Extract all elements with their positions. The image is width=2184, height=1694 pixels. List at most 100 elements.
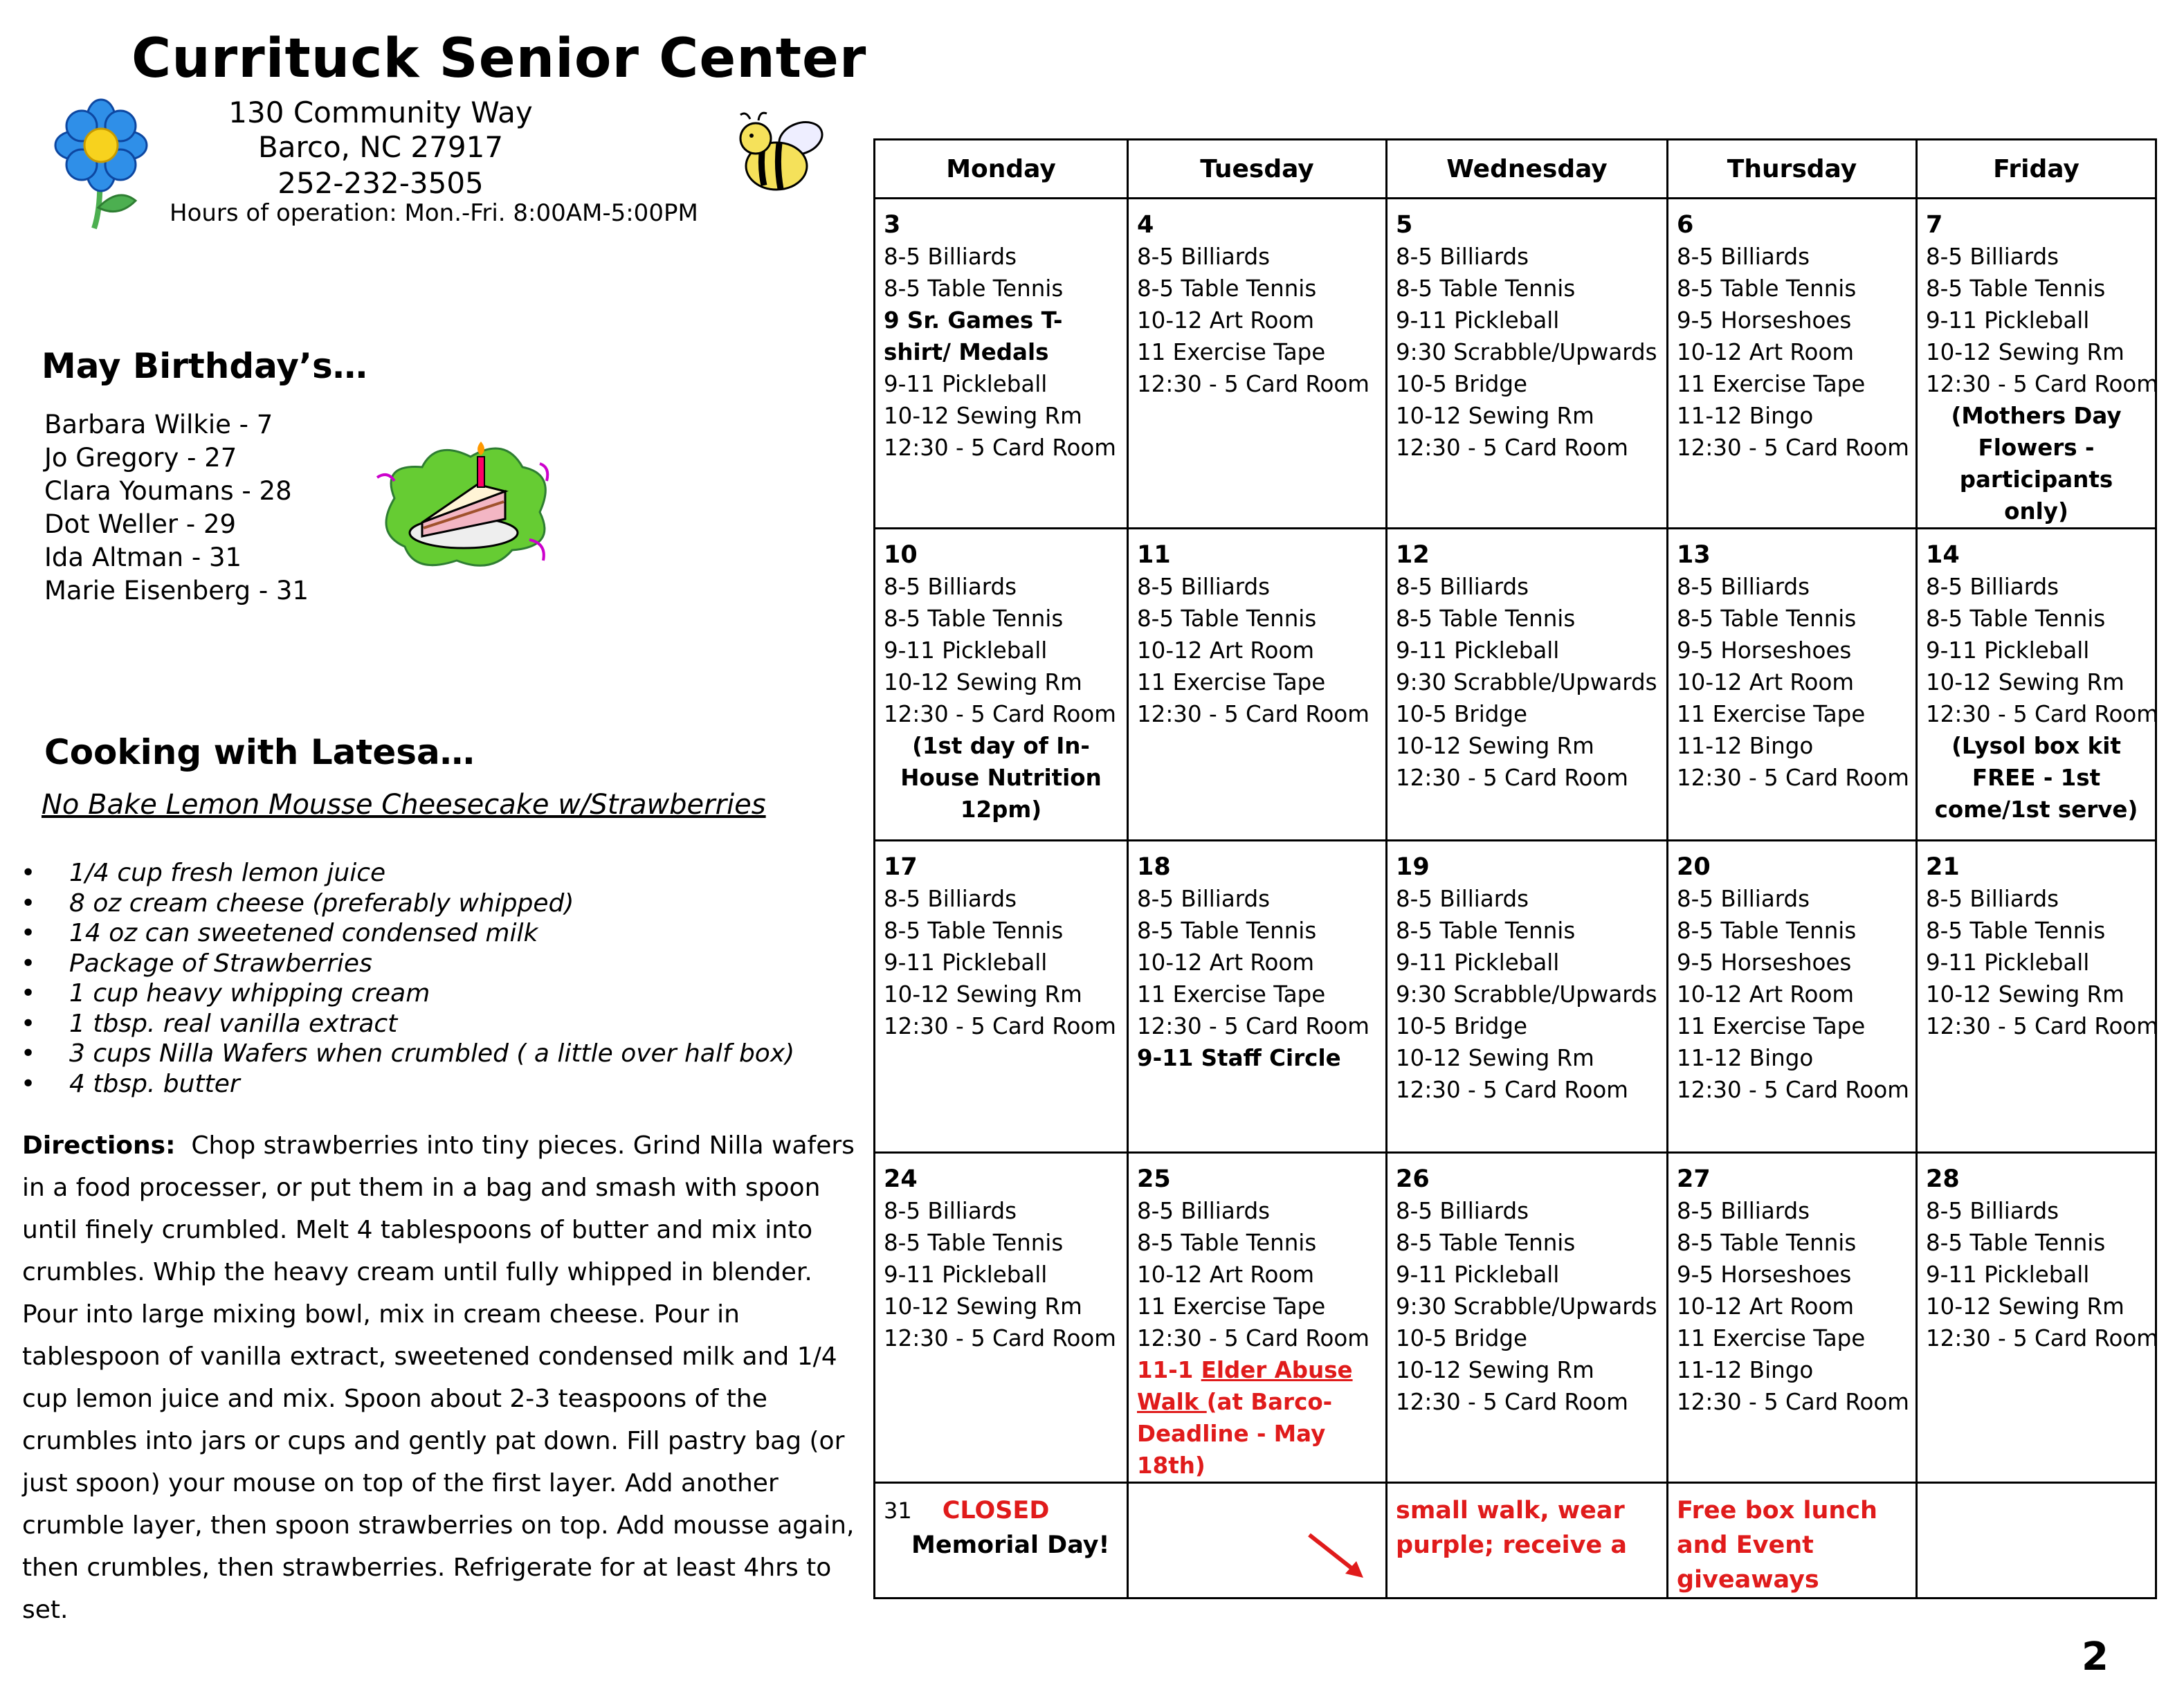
- event-item: 8-5 Billiards: [1137, 574, 1271, 600]
- event-item: 12:30 - 5 Card Room: [884, 1325, 1116, 1351]
- birthdays-heading: May Birthday’s…: [42, 346, 367, 386]
- event-item: 8-5 Table Tennis: [1396, 605, 1576, 632]
- day-number: 13: [1677, 541, 1711, 569]
- event-item: 8-5 Table Tennis: [1926, 1230, 2106, 1256]
- event-item: 10-12 Sewing Rm: [1926, 981, 2124, 1008]
- birthday-list: Barbara Wilkie - 7 Jo Gregory - 27 Clara…: [44, 408, 309, 608]
- event-item: 9-5 Horseshoes: [1677, 949, 1852, 976]
- event-item: 9-5 Horseshoes: [1677, 637, 1852, 664]
- event-item: 12:30 - 5 Card Room: [1137, 1013, 1369, 1039]
- event-item: 8-5 Billiards: [1396, 886, 1529, 912]
- event-item: 8-5 Billiards: [1396, 574, 1529, 600]
- event-item: 8-5 Table Tennis: [1137, 918, 1317, 944]
- event-item: 8-5 Table Tennis: [1396, 1230, 1576, 1256]
- event-item: 8-5 Billiards: [884, 244, 1017, 270]
- day-number: 5: [1396, 211, 1413, 239]
- day-number: 14: [1926, 541, 1960, 569]
- event-item: 11 Exercise Tape: [1677, 1013, 1866, 1039]
- bee-icon: [739, 111, 823, 191]
- elder-abuse-walk-event: 11-1 Elder Abuse Walk (at Barco- Deadlin…: [1137, 1354, 1377, 1482]
- event-item: 11 Exercise Tape: [1137, 339, 1326, 365]
- event-item: 12:30 - 5 Card Room: [1677, 1389, 1909, 1415]
- event-item: 9-11 Pickleball: [884, 949, 1048, 976]
- hours-of-operation: Hours of operation: Mon.-Fri. 8:00AM-5:0…: [170, 199, 698, 227]
- event-item: 10-12 Art Room: [1137, 949, 1314, 976]
- event-item: 11 Exercise Tape: [1137, 669, 1326, 695]
- event-item: 10-12 Art Room: [1677, 669, 1854, 695]
- event-item: 9-11 Pickleball: [1396, 1262, 1560, 1288]
- event-item: 9-11 Pickleball: [1926, 307, 2090, 334]
- event-item: 11-12 Bingo: [1677, 403, 1814, 429]
- day-number: 27: [1677, 1165, 1711, 1193]
- event-item: 10-12 Art Room: [1677, 1293, 1854, 1320]
- event-item: 8-5 Billiards: [1137, 886, 1271, 912]
- directions-label: Directions:: [22, 1131, 176, 1160]
- birthday-item: Barbara Wilkie - 7: [44, 410, 273, 439]
- event-item: 10-12 Sewing Rm: [1396, 403, 1594, 429]
- day-number: 26: [1396, 1165, 1430, 1193]
- day-cell-wednesday-note: small walk, wear purple; receive a: [1385, 1482, 1668, 1599]
- event-item: 9-11 Pickleball: [1926, 637, 2090, 664]
- event-item: 9-11 Pickleball: [884, 637, 1048, 664]
- birthday-item: Ida Altman - 31: [44, 543, 242, 572]
- day-header-tuesday: Tuesday: [1127, 138, 1387, 199]
- lunch-note: Free box lunch and Event giveaways: [1677, 1497, 1877, 1594]
- center-title: Currituck Senior Center: [131, 28, 867, 90]
- special-note: (1st day of In-House Nutrition 12pm): [900, 733, 1102, 823]
- event-item: 9-11 Pickleball: [1926, 1262, 2090, 1288]
- ingredient-item: 1/4 cup fresh lemon juice: [21, 858, 794, 889]
- red-arrow-icon: [1308, 1533, 1363, 1578]
- event-item: 10-12 Sewing Rm: [884, 1293, 1082, 1320]
- day-number: 28: [1926, 1165, 1960, 1193]
- event-item: 8-5 Table Tennis: [1396, 275, 1576, 302]
- event-item: 11 Exercise Tape: [1677, 1325, 1866, 1351]
- day-cell-wednesday: 12 8-5 Billiards 8-5 Table Tennis 9-11 Pick…: [1385, 527, 1668, 841]
- event-item: 9-11 Pickleball: [884, 371, 1048, 397]
- directions-text: Chop strawberries into tiny pieces. Grin…: [22, 1131, 855, 1624]
- event-item: 10-5 Bridge: [1396, 701, 1528, 727]
- event-item: 8-5 Billiards: [1137, 1198, 1271, 1224]
- event-item: 10-5 Bridge: [1396, 371, 1528, 397]
- event-item: 8-5 Table Tennis: [1137, 605, 1317, 632]
- day-header-friday: Friday: [1915, 138, 2157, 199]
- birthday-item: Clara Youmans - 28: [44, 476, 292, 506]
- day-header-monday: Monday: [873, 138, 1129, 199]
- event-item: 10-12 Art Room: [1137, 1262, 1314, 1288]
- event-item: 9-11 Pickleball: [884, 1262, 1048, 1288]
- event-item: 8-5 Billiards: [1926, 1198, 2059, 1224]
- event-item: 8-5 Billiards: [1677, 574, 1810, 600]
- activity-calendar: Monday Tuesday Wednesday Thursday Friday…: [873, 138, 2158, 1599]
- event-item: 8-5 Table Tennis: [1926, 275, 2106, 302]
- phone-number: 252-232-3505: [277, 166, 484, 200]
- day-number: 12: [1396, 541, 1430, 569]
- event-item: 12:30 - 5 Card Room: [1926, 1325, 2158, 1351]
- event-item: 8-5 Table Tennis: [1137, 275, 1317, 302]
- event-item: 8-5 Table Tennis: [1677, 918, 1857, 944]
- event-item: 9-11 Pickleball: [1396, 637, 1560, 664]
- day-number: 4: [1137, 211, 1154, 239]
- page-number: 2: [2082, 1634, 2109, 1679]
- address-line-1: 130 Community Way: [228, 95, 533, 129]
- event-item: 9:30 Scrabble/Upwards: [1396, 1293, 1657, 1320]
- event-item: 8-5 Billiards: [1677, 1198, 1810, 1224]
- day-number: 19: [1396, 853, 1430, 881]
- event-item: 12:30 - 5 Card Room: [1926, 701, 2158, 727]
- event-item: 8-5 Table Tennis: [1926, 605, 2106, 632]
- day-number: 10: [884, 541, 918, 569]
- event-item: 10-12 Sewing Rm: [1926, 1293, 2124, 1320]
- day-number: 11: [1137, 541, 1171, 569]
- event-item: 10-5 Bridge: [1396, 1013, 1528, 1039]
- event-item: 9:30 Scrabble/Upwards: [1396, 669, 1657, 695]
- day-number: 3: [884, 211, 901, 239]
